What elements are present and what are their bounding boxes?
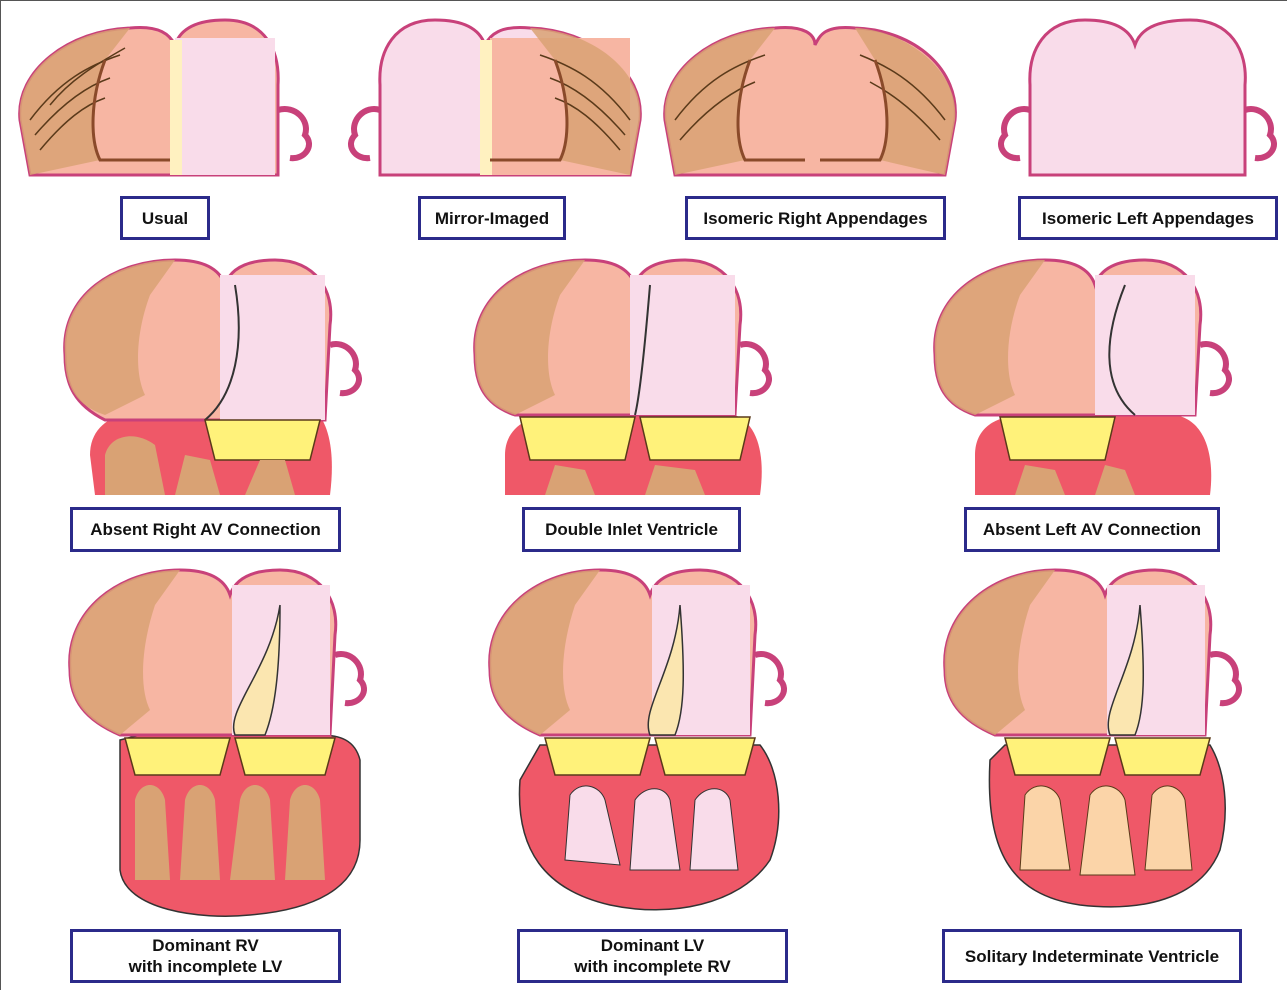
heart-double-inlet-illustration: [465, 245, 795, 500]
atria-isomeric-right-illustration: [655, 10, 965, 180]
atria-usual-illustration: [10, 10, 330, 180]
label-isomeric-left: Isomeric Left Appendages: [1018, 196, 1278, 240]
label-isomeric-right: Isomeric Right Appendages: [685, 196, 946, 240]
heart-dominant-rv-illustration: [50, 560, 400, 920]
heart-solitary-ventricle-illustration: [930, 560, 1280, 920]
heart-dominant-lv-illustration: [470, 560, 810, 920]
label-dominant-lv: Dominant LV with incomplete RV: [517, 929, 788, 983]
label-solitary-ventricle: Solitary Indeterminate Ventricle: [942, 929, 1242, 983]
label-mirror-imaged: Mirror-Imaged: [418, 196, 566, 240]
heart-absent-right-av-illustration: [45, 245, 385, 500]
atria-mirror-imaged-illustration: [340, 10, 650, 180]
label-usual: Usual: [120, 196, 210, 240]
heart-absent-left-av-illustration: [925, 245, 1255, 500]
atria-isomeric-left-illustration: [990, 10, 1285, 180]
label-absent-right-av: Absent Right AV Connection: [70, 507, 341, 552]
label-dominant-rv: Dominant RV with incomplete LV: [70, 929, 341, 983]
label-absent-left-av: Absent Left AV Connection: [964, 507, 1220, 552]
label-double-inlet: Double Inlet Ventricle: [522, 507, 741, 552]
